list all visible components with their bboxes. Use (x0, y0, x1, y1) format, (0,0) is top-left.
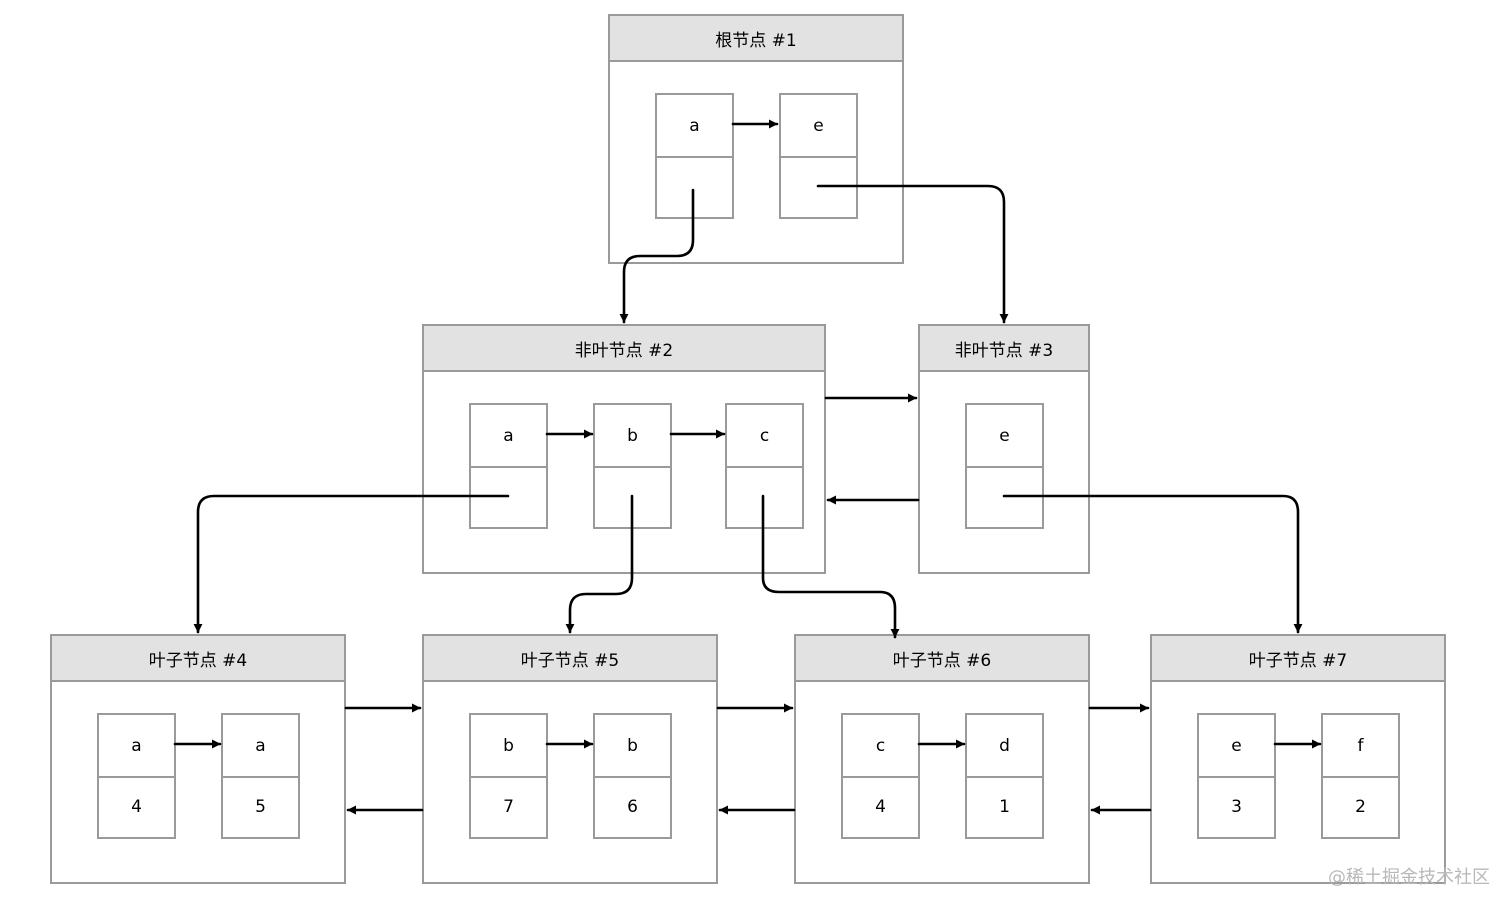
entry-pointer (657, 156, 732, 217)
root-node-title: 根节点 #1 (610, 16, 902, 62)
leaf5-entry-2: b 6 (593, 713, 672, 839)
leaf6-entry-2: d 1 (965, 713, 1044, 839)
entry-key: a (657, 95, 732, 158)
leaf-node-6-title: 叶子节点 #6 (796, 636, 1088, 682)
leaf7-entry-1: e 3 (1197, 713, 1276, 839)
entry-pointer (967, 466, 1042, 527)
entry-key: f (1323, 715, 1398, 778)
entry-value: 2 (1355, 796, 1366, 817)
entry-key: a (471, 405, 546, 468)
leaf5-entry-1: b 7 (469, 713, 548, 839)
entry-value: 4 (131, 796, 142, 817)
entry-key: b (595, 715, 670, 778)
leaf4-entry-2: a 5 (221, 713, 300, 839)
leaf-node-5: 叶子节点 #5 b 7 b 6 (422, 634, 718, 884)
leaf-node-7: 叶子节点 #7 e 3 f 2 (1150, 634, 1446, 884)
entry-value: 1 (999, 796, 1010, 817)
internal-node-2: 非叶节点 #2 a b c (422, 324, 826, 574)
root-entry-a: a (655, 93, 734, 219)
leaf6-entry-1: c 4 (841, 713, 920, 839)
leaf-node-5-title: 叶子节点 #5 (424, 636, 716, 682)
entry-key: b (471, 715, 546, 778)
entry-key: c (843, 715, 918, 778)
root-node: 根节点 #1 a e (608, 14, 904, 264)
entry-value: 7 (503, 796, 514, 817)
internal-node-3: 非叶节点 #3 e (918, 324, 1090, 574)
entry-pointer (727, 466, 802, 527)
watermark: @稀土掘金技术社区 (1328, 867, 1490, 888)
internal2-entry-b: b (593, 403, 672, 529)
leaf-node-6: 叶子节点 #6 c 4 d 1 (794, 634, 1090, 884)
entry-key: a (99, 715, 174, 778)
entry-value: 3 (1231, 796, 1242, 817)
leaf-node-4: 叶子节点 #4 a 4 a 5 (50, 634, 346, 884)
entry-pointer (781, 156, 856, 217)
entry-value: 4 (875, 796, 886, 817)
leaf4-entry-1: a 4 (97, 713, 176, 839)
entry-key: e (781, 95, 856, 158)
internal3-entry-e: e (965, 403, 1044, 529)
entry-key: c (727, 405, 802, 468)
leaf7-entry-2: f 2 (1321, 713, 1400, 839)
entry-key: b (595, 405, 670, 468)
internal-node-2-title: 非叶节点 #2 (424, 326, 824, 372)
leaf-node-4-title: 叶子节点 #4 (52, 636, 344, 682)
entry-key: a (223, 715, 298, 778)
entry-key: d (967, 715, 1042, 778)
entry-pointer (595, 466, 670, 527)
root-entry-e: e (779, 93, 858, 219)
entry-key: e (967, 405, 1042, 468)
entry-key: e (1199, 715, 1274, 778)
leaf-node-7-title: 叶子节点 #7 (1152, 636, 1444, 682)
entry-value: 5 (255, 796, 266, 817)
internal2-entry-a: a (469, 403, 548, 529)
entry-value: 6 (627, 796, 638, 817)
entry-pointer (471, 466, 546, 527)
internal2-entry-c: c (725, 403, 804, 529)
internal-node-3-title: 非叶节点 #3 (920, 326, 1088, 372)
